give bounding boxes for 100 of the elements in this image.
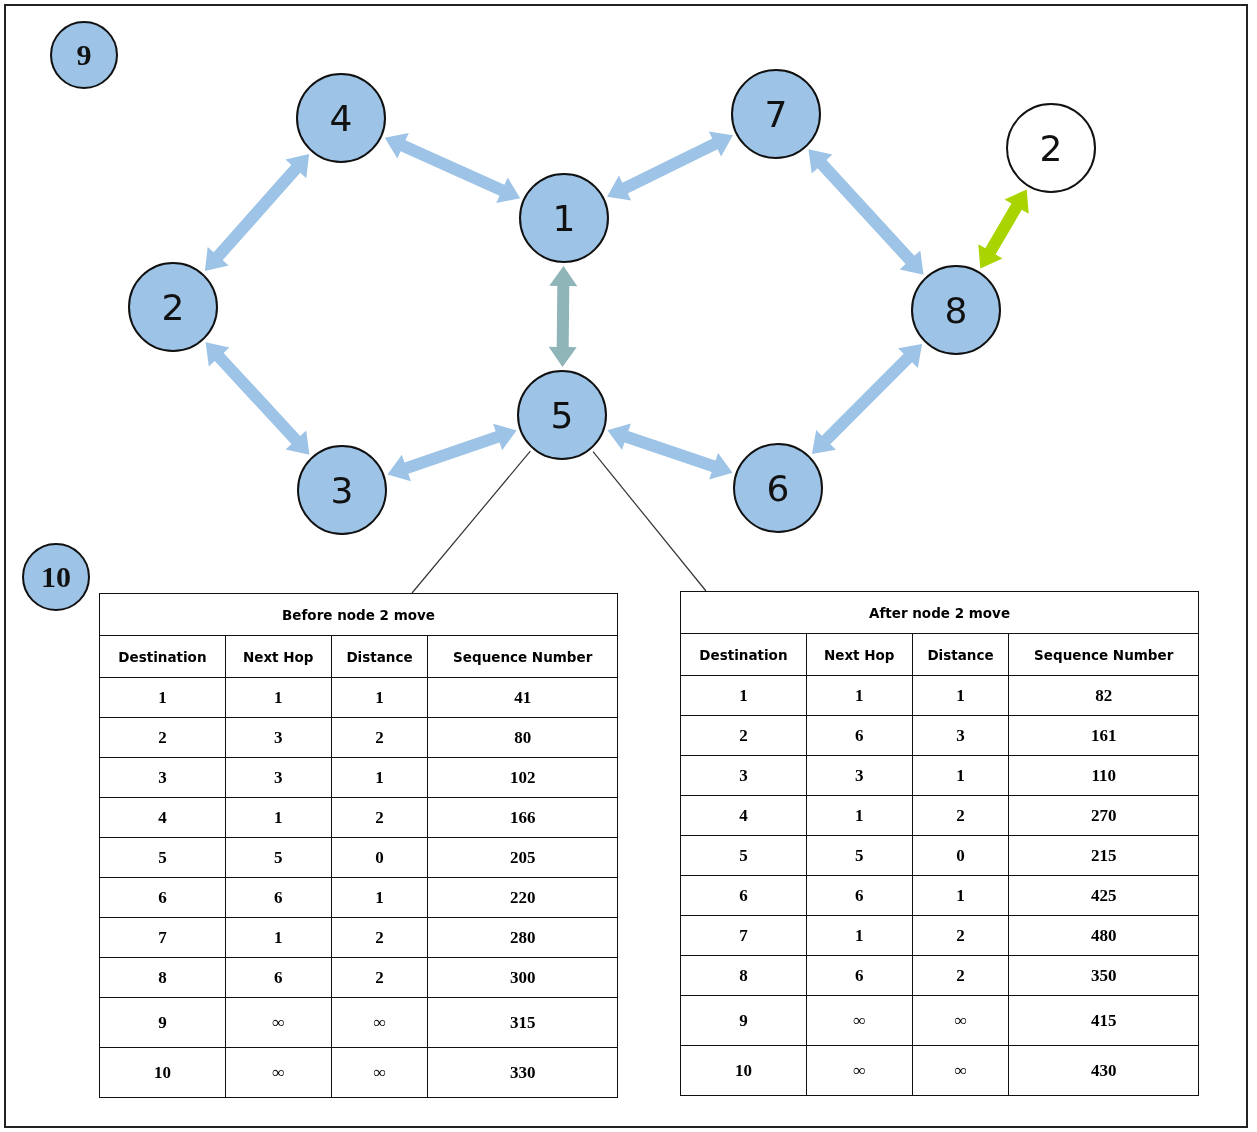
table-cell: 2 [331, 797, 428, 838]
column-header: Sequence Number [1008, 633, 1199, 676]
table-cell: 270 [1008, 795, 1199, 836]
table-cell: ∞ [331, 997, 428, 1048]
table-cell: 5 [99, 837, 226, 878]
table-cell: 9 [99, 997, 226, 1048]
table-cell: 1 [225, 797, 332, 838]
double-arrow [811, 343, 923, 455]
table-cell: 1 [806, 915, 913, 956]
table-cell: 10 [680, 1045, 807, 1096]
table-cell: 5 [225, 837, 332, 878]
table-cell: 205 [427, 837, 618, 878]
table-cell: 82 [1008, 675, 1199, 716]
table-cell: 3 [806, 755, 913, 796]
table-cell: 2 [331, 717, 428, 758]
table-cell: ∞ [806, 1045, 913, 1096]
table-cell: 1 [912, 875, 1009, 916]
table-cell: 6 [806, 715, 913, 756]
table-cell: 6 [806, 875, 913, 916]
table-cell: 41 [427, 677, 618, 718]
table-cell: 0 [331, 837, 428, 878]
double-arrow [384, 133, 521, 203]
table-cell: 1 [331, 757, 428, 798]
table-cell: 480 [1008, 915, 1199, 956]
table-cell: 300 [427, 957, 618, 998]
column-header: Distance [912, 633, 1009, 676]
column-header: Distance [331, 635, 428, 678]
node-circle: 8 [911, 265, 1001, 355]
table-title: Before node 2 move [99, 593, 618, 636]
table-cell: 2 [680, 715, 807, 756]
table-cell: 3 [912, 715, 1009, 756]
double-arrow [205, 342, 310, 455]
double-arrow [607, 131, 733, 201]
table-cell: 7 [680, 915, 807, 956]
node-circle: 5 [517, 370, 607, 460]
table-cell: 415 [1008, 995, 1199, 1046]
table-cell: 1 [912, 675, 1009, 716]
table-cell: ∞ [331, 1047, 428, 1098]
table-cell: 8 [680, 955, 807, 996]
table-cell: ∞ [225, 1047, 332, 1098]
table-cell: 2 [331, 917, 428, 958]
table-cell: 1 [806, 675, 913, 716]
table-cell: 5 [806, 835, 913, 876]
table-cell: 1 [806, 795, 913, 836]
routing-table [99, 593, 618, 1095]
node-circle: 7 [731, 69, 821, 159]
leader-line [592, 451, 707, 592]
column-header: Destination [680, 633, 807, 676]
table-cell: 3 [225, 717, 332, 758]
table-cell: 350 [1008, 955, 1199, 996]
table-cell: 7 [99, 917, 226, 958]
column-header: Next Hop [225, 635, 332, 678]
table-cell: 1 [331, 877, 428, 918]
table-cell: ∞ [912, 1045, 1009, 1096]
double-arrow [607, 423, 733, 480]
table-cell: 1 [99, 677, 226, 718]
table-title: After node 2 move [680, 591, 1199, 634]
table-cell: 430 [1008, 1045, 1199, 1096]
table-cell: 80 [427, 717, 618, 758]
table-cell: 6 [225, 877, 332, 918]
table-cell: 102 [427, 757, 618, 798]
table-cell: 2 [912, 915, 1009, 956]
table-cell: 161 [1008, 715, 1199, 756]
table-cell: 6 [680, 875, 807, 916]
table-cell: 2 [331, 957, 428, 998]
table-cell: 280 [427, 917, 618, 958]
table-cell: 3 [225, 757, 332, 798]
table-cell: 8 [99, 957, 226, 998]
leader-line [411, 450, 531, 594]
table-cell: 315 [427, 997, 618, 1048]
node-circle: 2 [1006, 103, 1096, 193]
node-circle: 1 [519, 173, 609, 263]
table-cell: 6 [806, 955, 913, 996]
table-cell: 5 [680, 835, 807, 876]
double-arrow [204, 153, 310, 272]
node-circle: 3 [297, 445, 387, 535]
table-cell: 215 [1008, 835, 1199, 876]
routing-table [680, 591, 1199, 1095]
node-circle: 10 [22, 543, 90, 611]
table-cell: 9 [680, 995, 807, 1046]
table-cell: 330 [427, 1047, 618, 1098]
column-header: Next Hop [806, 633, 913, 676]
table-cell: 425 [1008, 875, 1199, 916]
table-cell: 2 [99, 717, 226, 758]
node-circle: 4 [296, 73, 386, 163]
node-circle: 6 [733, 443, 823, 533]
table-cell: 220 [427, 877, 618, 918]
table-cell: 6 [225, 957, 332, 998]
node-circle: 2 [128, 262, 218, 352]
table-cell: 1 [912, 755, 1009, 796]
table-cell: ∞ [225, 997, 332, 1048]
double-arrow [978, 189, 1029, 269]
double-arrow [808, 149, 924, 275]
table-cell: 2 [912, 795, 1009, 836]
table-cell: 1 [680, 675, 807, 716]
table-cell: 0 [912, 835, 1009, 876]
double-arrow [548, 266, 578, 367]
node-circle: 9 [50, 21, 118, 89]
table-cell: 110 [1008, 755, 1199, 796]
table-cell: 166 [427, 797, 618, 838]
